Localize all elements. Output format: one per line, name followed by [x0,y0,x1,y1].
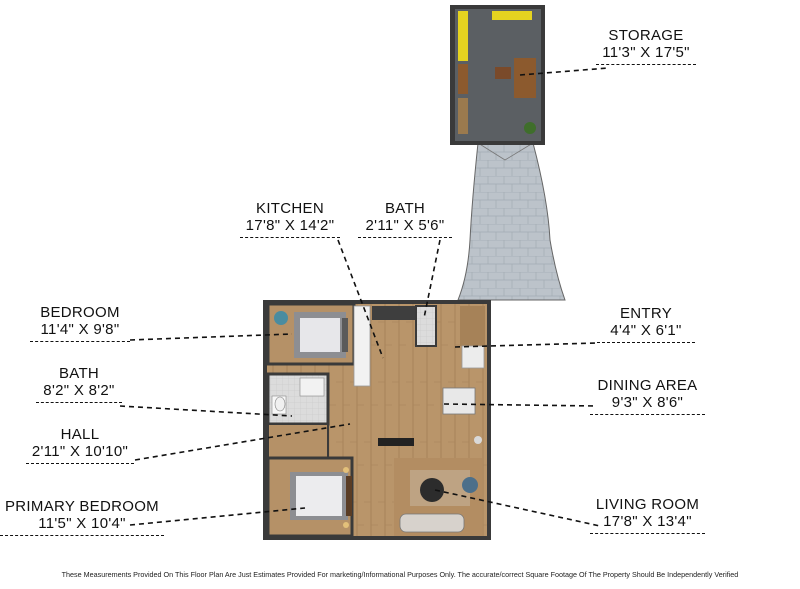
label-dining: DINING AREA 9'3" X 8'6" [590,377,705,415]
room-name: KITCHEN [256,200,324,217]
disclaimer-text: These Measurements Provided On This Floo… [61,570,739,579]
room-name: BATH [58,365,100,382]
label-bath-upper: BATH 2'11" X 5'6" [358,200,452,238]
room-name: HALL [60,426,100,443]
room-dimensions: 11'4" X 9'8" [30,321,130,342]
room-dimensions: 11'3" X 17'5" [596,44,696,65]
room-dimensions: 2'11" X 10'10" [26,443,134,464]
label-living-room: LIVING ROOM 17'8" X 13'4" [590,496,705,534]
label-bedroom: BEDROOM 11'4" X 9'8" [30,304,130,342]
room-name: BATH [384,200,426,217]
label-storage: STORAGE 11'3" X 17'5" [596,27,696,65]
room-dimensions: 2'11" X 5'6" [358,217,452,238]
room-dimensions: 11'5" X 10'4" [0,515,164,536]
room-name: LIVING ROOM [595,496,700,513]
room-dimensions: 17'8" X 13'4" [590,513,705,534]
label-kitchen: KITCHEN 17'8" X 14'2" [240,200,340,238]
label-hall: HALL 2'11" X 10'10" [26,426,134,464]
storage-room [450,5,545,145]
room-name: ENTRY [619,305,673,322]
room-name: PRIMARY BEDROOM [5,498,159,515]
room-name: STORAGE [608,27,684,44]
room-name: DINING AREA [597,377,698,394]
room-dimensions: 9'3" X 8'6" [590,394,705,415]
main-house [263,300,491,540]
room-dimensions: 17'8" X 14'2" [240,217,340,238]
label-primary-bedroom: PRIMARY BEDROOM 11'5" X 10'4" [0,498,164,536]
walkway [457,142,566,301]
room-dimensions: 8'2" X 8'2" [36,382,122,403]
label-bath-lower: BATH 8'2" X 8'2" [36,365,122,403]
label-entry: ENTRY 4'4" X 6'1" [597,305,695,343]
room-name: BEDROOM [40,304,120,321]
room-dimensions: 4'4" X 6'1" [597,322,695,343]
leader-lines [119,67,609,527]
